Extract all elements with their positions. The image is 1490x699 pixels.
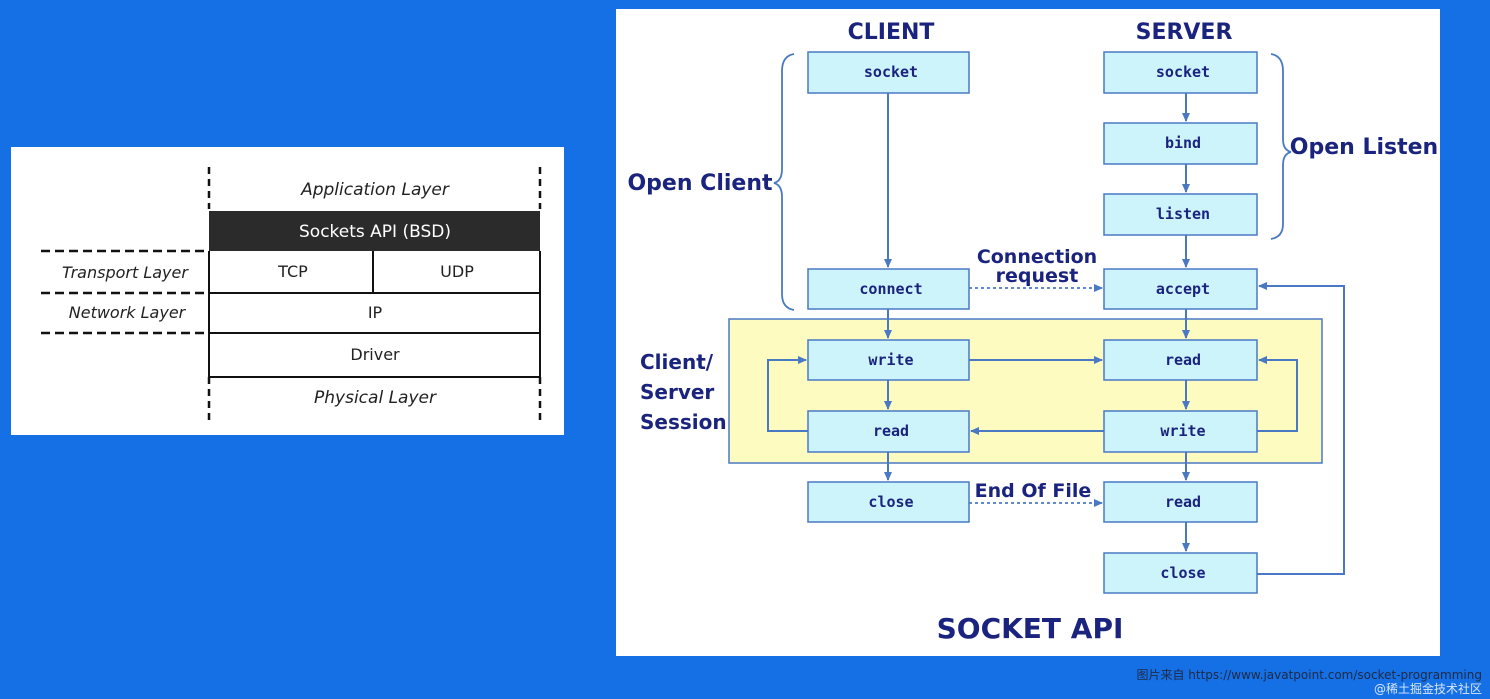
client-socket-label: socket [864, 63, 918, 81]
ip-label: IP [368, 303, 383, 322]
server-read-eof-label: read [1165, 493, 1201, 511]
session-label-line3: Session [640, 410, 727, 434]
client-write-label: write [868, 351, 913, 369]
arrow-client-loop [767, 356, 808, 432]
server-read-box: read [1103, 339, 1258, 381]
client-socket-box: socket [807, 51, 970, 94]
udp-label: UDP [440, 262, 474, 281]
client-close-label: close [868, 493, 913, 511]
arrow-close-to-accept [1257, 282, 1345, 575]
client-close-box: close [807, 481, 970, 523]
sockets-api-label: Sockets API (BSD) [299, 222, 451, 242]
socket-api-title: SOCKET API [937, 612, 1124, 645]
session-label-line2: Server [640, 380, 714, 404]
client-read-label: read [873, 422, 909, 440]
server-socket-label: socket [1156, 63, 1210, 81]
server-read-label: read [1165, 351, 1201, 369]
layer-diagram: Application Layer Sockets API (BSD) Tran… [41, 167, 542, 422]
socket-api-diagram: CLIENT SERVER socket connect write read … [627, 20, 1438, 645]
transport-layer-label: Transport Layer [62, 263, 189, 282]
server-close-label: close [1160, 564, 1205, 582]
end-of-file-label: End Of File [975, 480, 1092, 502]
client-write-box: write [807, 339, 970, 381]
sockets-api-bar [209, 211, 540, 251]
layer-diagram-panel: Application Layer Sockets API (BSD) Tran… [11, 147, 564, 435]
socket-api-panel: CLIENT SERVER socket connect write read … [616, 9, 1440, 656]
server-listen-label: listen [1156, 205, 1210, 223]
client-header: CLIENT [848, 20, 935, 45]
image-source-attribution: 图片来自 https://www.javatpoint.com/socket-p… [1136, 668, 1482, 682]
server-read-eof-box: read [1103, 481, 1258, 523]
driver-label: Driver [350, 345, 400, 364]
open-listen-brace [1270, 53, 1292, 240]
client-connect-box: connect [807, 268, 970, 310]
server-header: SERVER [1136, 20, 1233, 45]
server-bind-box: bind [1103, 122, 1258, 165]
client-connect-label: connect [859, 280, 922, 298]
connection-request-label-line2: request [996, 265, 1079, 287]
server-accept-label: accept [1156, 280, 1210, 298]
server-write-box: write [1103, 410, 1258, 453]
physical-layer-label: Physical Layer [314, 388, 437, 408]
network-layer-label: Network Layer [69, 303, 187, 322]
arrow-server-loop [1257, 356, 1298, 432]
application-layer-label: Application Layer [300, 180, 450, 200]
tcp-label: TCP [277, 262, 308, 281]
open-client-label: Open Client [627, 171, 773, 196]
server-listen-box: listen [1103, 193, 1258, 236]
server-write-label: write [1160, 422, 1205, 440]
server-bind-label: bind [1165, 134, 1201, 152]
connection-request-label-line1: Connection [977, 246, 1097, 268]
server-accept-box: accept [1103, 268, 1258, 310]
server-close-box: close [1103, 552, 1258, 594]
session-label-line1: Client/ [640, 350, 714, 374]
client-read-box: read [807, 410, 970, 453]
community-watermark: @稀土掘金技术社区 [1373, 682, 1482, 696]
open-client-brace [773, 53, 795, 311]
server-socket-box: socket [1103, 51, 1258, 94]
open-listen-label: Open Listen [1290, 135, 1438, 160]
